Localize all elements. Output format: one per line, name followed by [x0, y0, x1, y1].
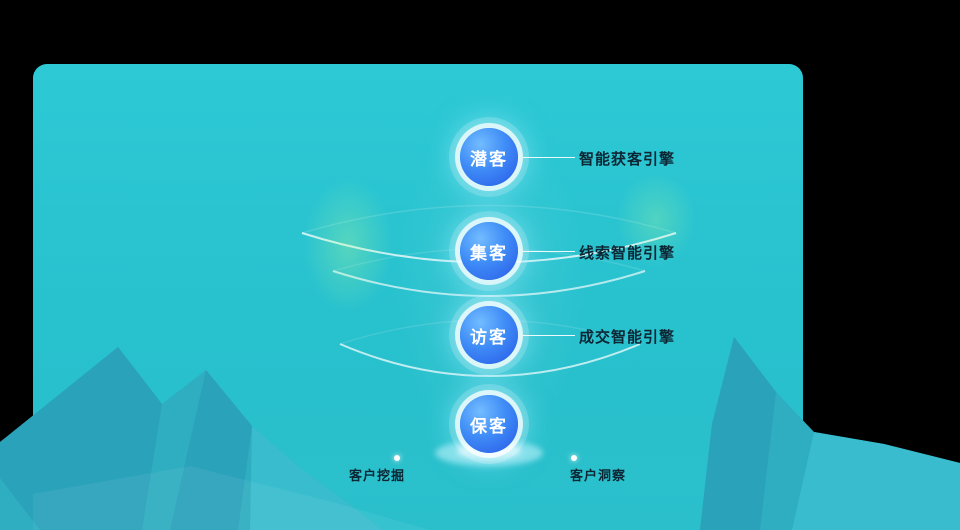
connector-line-3: [523, 335, 575, 336]
bottom-light-wave: [33, 466, 430, 530]
connector-line-2: [523, 251, 575, 252]
stage-badge-fangke: 访客: [460, 306, 518, 364]
footer-label-mining: 客户挖掘: [349, 469, 406, 484]
stage-badge-baoke: 保客: [460, 395, 518, 453]
connector-line-1: [523, 157, 575, 158]
stage-badge-qianke: 潜客: [460, 128, 518, 186]
engine-label-deals: 成交智能引擎: [579, 328, 676, 346]
engine-label-acquisition: 智能获客引擎: [579, 150, 676, 168]
engine-label-leads: 线索智能引擎: [579, 244, 676, 262]
dot-marker-right: [571, 455, 577, 461]
stage-badge-jike: 集客: [460, 222, 518, 280]
footer-label-insight: 客户洞察: [570, 469, 627, 484]
dot-marker-left: [394, 455, 400, 461]
right-mountain: [700, 337, 960, 530]
left-mountain: [0, 347, 382, 530]
